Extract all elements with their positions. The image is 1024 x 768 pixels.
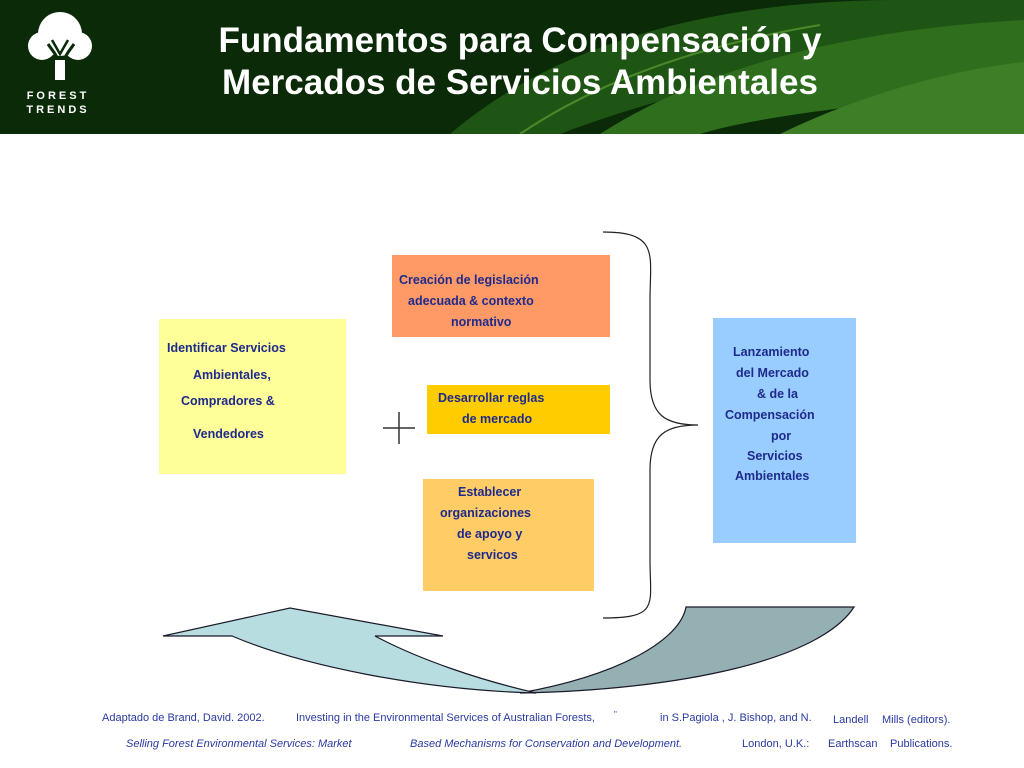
box-desarrollar-reglas: Desarrollar reglas de mercado [427, 385, 610, 434]
box-text-line: Desarrollar reglas [438, 391, 545, 405]
cycle-arrow-head [162, 607, 537, 694]
box-text-line: de mercado [462, 412, 533, 426]
citation-text: in S.Pagiola , J. Bishop, and N. [660, 712, 812, 724]
citation-text: " [614, 710, 617, 719]
page-title-line-2: Mercados de Servicios Ambientales [222, 63, 818, 102]
box-identificar-servicios: Identificar Servicios Ambientales, Compr… [159, 319, 346, 474]
box-text-line: Compensación [725, 408, 815, 422]
citation-text: Investing in the Environmental Services … [296, 712, 595, 724]
box-text-line: organizaciones [440, 506, 531, 520]
citation-text: Publications. [890, 738, 953, 750]
citation-text: Earthscan [828, 738, 878, 750]
cycle-arrow-return [519, 606, 856, 694]
box-lanzamiento-mercado: Lanzamiento del Mercado & de la Compensa… [713, 318, 856, 543]
logo-text-trends: TRENDS [26, 104, 90, 116]
leaf-background-graphic [450, 0, 1024, 134]
box-text-line: por [771, 429, 792, 443]
page-title-line-1: Fundamentos para Compensación y [218, 21, 822, 60]
page-title: Fundamentos para Compensación y Mercados… [130, 20, 910, 104]
box-text-line: Compradores & [181, 394, 275, 408]
box-text-line: servicos [467, 548, 518, 562]
box-text-line: Identificar Servicios [167, 341, 286, 355]
box-establecer-organizaciones: Establecer organizaciones de apoyo y ser… [423, 479, 594, 591]
box-text-line: Vendedores [193, 427, 264, 441]
plus-icon [383, 412, 415, 444]
header-banner: FOREST TRENDS Fundamentos para Compensac… [0, 0, 1024, 134]
box-text-line: Lanzamiento [733, 345, 810, 359]
curly-brace [602, 231, 699, 619]
box-text-line: Creación de legislación [399, 273, 539, 287]
box-text-line: adecuada & contexto [408, 294, 534, 308]
citation-text: London, U.K.: [742, 738, 810, 750]
citation-text: Mills (editors). [882, 714, 951, 726]
citation-text: Selling Forest Environmental Services: M… [126, 738, 352, 750]
citation-text: Based Mechanisms for Conservation and De… [410, 738, 683, 750]
logo-text-forest: FOREST [26, 90, 90, 102]
box-text-line: Servicios [747, 449, 803, 463]
box-text-line: normativo [451, 315, 512, 329]
forest-trends-logo [22, 10, 98, 120]
box-text-line: Ambientales, [193, 368, 271, 382]
box-text-line: & de la [757, 387, 798, 401]
box-creacion-legislacion: Creación de legislación adecuada & conte… [392, 255, 610, 337]
citation-text: Adaptado de Brand, David. 2002. [102, 712, 265, 724]
citation-text: Landell [833, 714, 869, 726]
box-text-line: de apoyo y [457, 527, 523, 541]
box-text-line: Establecer [458, 485, 522, 499]
box-text-line: del Mercado [736, 366, 809, 380]
box-text-line: Ambientales [735, 469, 810, 483]
